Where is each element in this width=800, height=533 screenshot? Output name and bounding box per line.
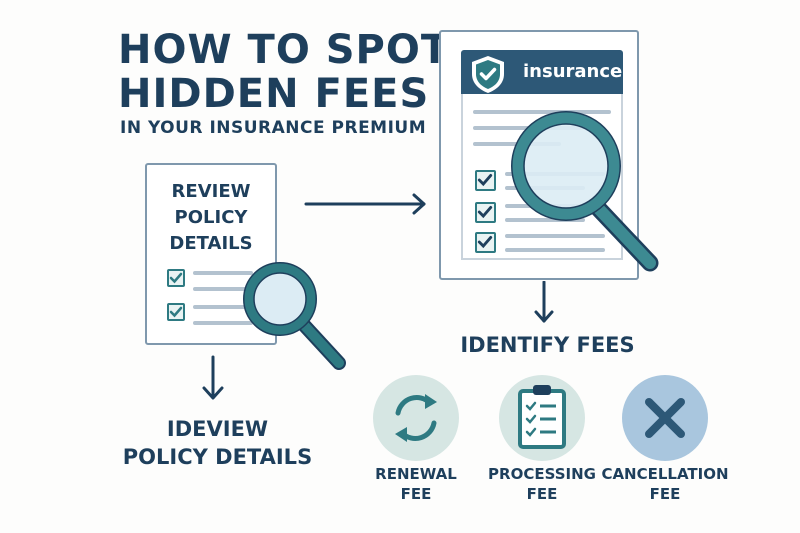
step-label-line-2: POLICY DETAILS <box>122 445 313 469</box>
subtitle: IN YOUR INSURANCE PREMIUM <box>120 118 427 138</box>
processing-fee-label: PROCESSING FEE <box>477 464 607 504</box>
main-title: HOW TO SPOT HIDDEN FEES <box>118 28 449 116</box>
fee-label-line-1: RENEWAL <box>375 465 457 483</box>
checkbox-checked-icon <box>167 269 185 287</box>
policy-document-left: REVIEW POLICY DETAILS <box>145 163 277 345</box>
cancellation-fee-label: CANCELLATION FEE <box>600 464 730 504</box>
processing-fee-circle <box>499 375 585 461</box>
text-line <box>193 305 253 309</box>
arrow-right-icon <box>304 193 426 215</box>
fee-label-line-1: CANCELLATION <box>601 465 729 483</box>
step-label-line-1: IDEVIEW <box>166 417 269 441</box>
title-line-1: HOW TO SPOT <box>118 27 450 73</box>
magnifying-glass-icon <box>243 262 346 370</box>
text-line <box>193 271 253 275</box>
text-line <box>505 248 605 252</box>
arrow-down-icon <box>534 281 554 323</box>
checkbox-checked-icon <box>475 232 496 253</box>
step-label-identify: IDENTIFY FEES <box>460 333 635 357</box>
doc-title-line-1: REVIEW <box>171 181 251 202</box>
text-line <box>193 287 253 291</box>
step-label-review: IDEVIEW POLICY DETAILS <box>110 415 325 471</box>
renewal-fee-circle <box>373 375 459 461</box>
doc-title-line-2: POLICY <box>174 207 248 228</box>
checkbox-checked-icon <box>475 170 496 191</box>
insurance-label: insurance <box>523 61 623 82</box>
fee-label-line-2: FEE <box>400 485 432 503</box>
arrow-down-icon <box>202 355 224 400</box>
text-line <box>193 321 253 325</box>
fee-label-line-1: PROCESSING <box>488 465 596 483</box>
shield-check-icon <box>472 56 504 93</box>
renewal-fee-label: RENEWAL FEE <box>351 464 481 504</box>
insurance-header: insurance <box>461 50 623 94</box>
text-line <box>473 110 611 114</box>
clipboard-checklist-icon <box>518 385 566 449</box>
checkbox-checked-icon <box>167 303 185 321</box>
text-line <box>505 234 605 238</box>
x-cancel-icon <box>645 398 685 438</box>
text-line <box>505 218 585 222</box>
document-title: REVIEW POLICY DETAILS <box>147 179 275 257</box>
magnifying-glass-large-icon <box>511 111 659 272</box>
fee-label-line-2: FEE <box>649 485 681 503</box>
fee-label-line-2: FEE <box>526 485 558 503</box>
cancellation-fee-circle <box>622 375 708 461</box>
title-line-2: HIDDEN FEES <box>118 71 430 117</box>
checkbox-checked-icon <box>475 202 496 223</box>
renewal-cycle-icon <box>395 394 437 442</box>
doc-title-line-3: DETAILS <box>169 233 253 254</box>
